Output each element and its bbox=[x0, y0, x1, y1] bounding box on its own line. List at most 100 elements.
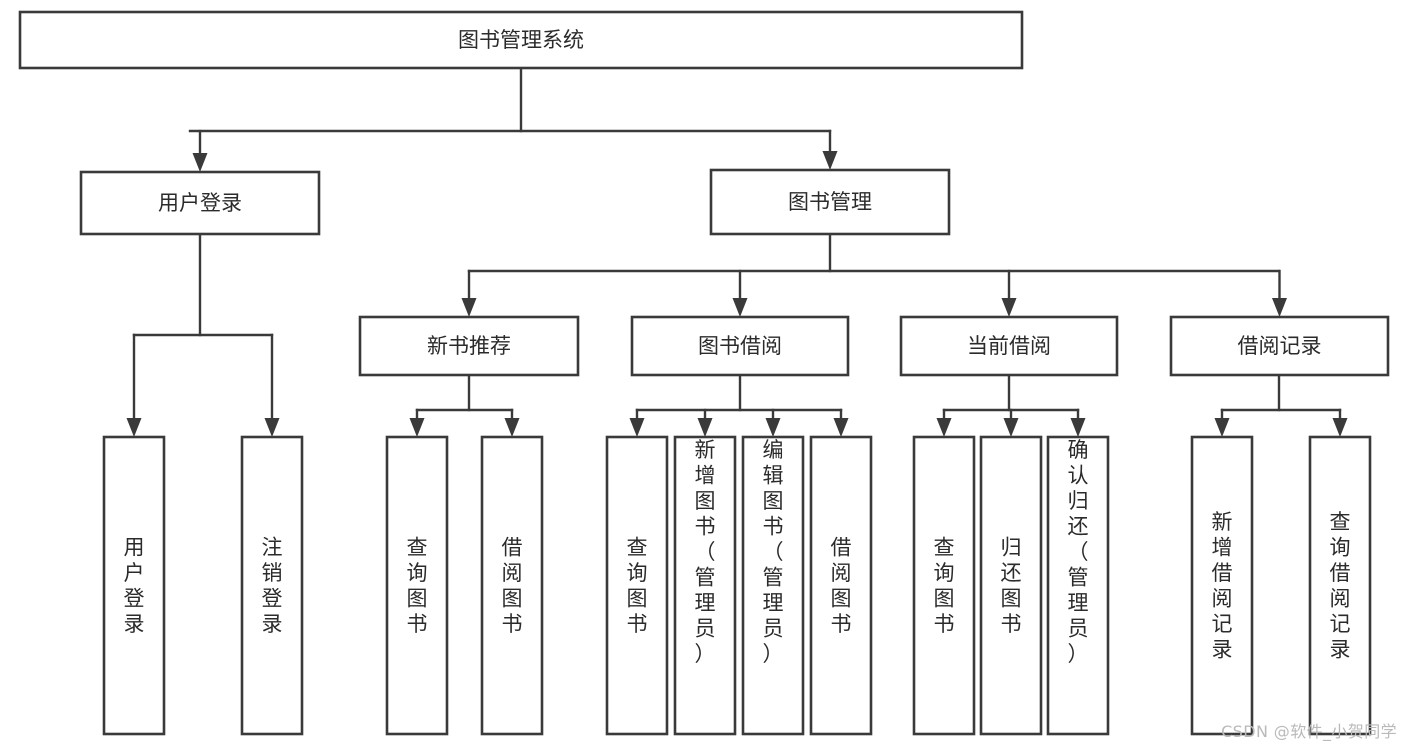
arrow-head-icon bbox=[192, 153, 208, 172]
node-label-char: 新 bbox=[1212, 510, 1233, 534]
node-label-char: 理 bbox=[1068, 591, 1089, 615]
arrow-head-icon bbox=[409, 418, 425, 437]
node-label-char: 户 bbox=[124, 561, 145, 585]
node-label-char: 图 bbox=[763, 489, 784, 513]
node-box bbox=[1308, 435, 1372, 736]
node-label-char: 用 bbox=[124, 536, 145, 560]
node-label-char: 记 bbox=[1330, 612, 1351, 636]
node-label-char: 记 bbox=[1212, 612, 1233, 636]
node-root[interactable]: 图书管理系统 bbox=[18, 10, 1024, 70]
node-label-char: 员 bbox=[763, 617, 784, 641]
arrow-head-icon bbox=[1001, 298, 1017, 317]
arrow-head-icon bbox=[1070, 418, 1086, 437]
arrow-head-icon bbox=[833, 418, 849, 437]
node-label-char: 图 bbox=[934, 587, 955, 611]
node-label-char: （ bbox=[763, 540, 784, 564]
node-label-char: 书 bbox=[763, 515, 784, 539]
node-label-char: 阅 bbox=[831, 561, 852, 585]
node-label-char: 阅 bbox=[502, 561, 523, 585]
node-current-borrow[interactable]: 当前借阅 bbox=[899, 315, 1119, 377]
node-label-char: 认 bbox=[1068, 464, 1089, 488]
node-box bbox=[630, 315, 850, 377]
node-box bbox=[899, 315, 1119, 377]
node-label-char: 阅 bbox=[1330, 587, 1351, 611]
node-label-char: 询 bbox=[1330, 536, 1351, 560]
node-label-char: 管 bbox=[695, 566, 716, 590]
node-borrow-record[interactable]: 借阅记录 bbox=[1169, 315, 1390, 377]
node-label-char: 借 bbox=[502, 536, 523, 560]
node-label-char: 图 bbox=[831, 587, 852, 611]
arrow-head-icon bbox=[822, 151, 838, 170]
node-label-char: 注 bbox=[262, 536, 283, 560]
node-label-char: 登 bbox=[124, 587, 145, 611]
node-box bbox=[79, 170, 321, 236]
node-book-manage[interactable]: 图书管理 bbox=[709, 168, 951, 236]
node-box bbox=[709, 168, 951, 236]
node-book-borrow[interactable]: 图书借阅 bbox=[630, 315, 850, 377]
node-label-char: 图 bbox=[695, 489, 716, 513]
node-label-char: 录 bbox=[262, 612, 283, 636]
arrow-head-icon bbox=[264, 418, 280, 437]
node-label: 当前借阅 bbox=[967, 334, 1051, 358]
node-box bbox=[979, 435, 1043, 736]
node-label-char: 录 bbox=[1330, 638, 1351, 662]
node-label-char: 查 bbox=[934, 536, 955, 560]
node-label-char: 图 bbox=[502, 587, 523, 611]
node-label-char: 确 bbox=[1068, 438, 1089, 462]
node-user-login-do[interactable]: 用户登录 bbox=[102, 435, 166, 736]
watermark-text: CSDN @软件_小贺同学 bbox=[1221, 722, 1397, 741]
node-label-char: 借 bbox=[1212, 561, 1233, 585]
node-box bbox=[385, 435, 449, 736]
node-label-char: 归 bbox=[1068, 489, 1089, 513]
node-label-char: 管 bbox=[1068, 566, 1089, 590]
node-label: 图书借阅 bbox=[698, 334, 782, 358]
node-label-char: 归 bbox=[1001, 536, 1022, 560]
node-new-book-recommend[interactable]: 新书推荐 bbox=[358, 315, 580, 377]
node-label-char: ） bbox=[695, 642, 716, 666]
node-label-char: 编 bbox=[763, 438, 784, 462]
node-label-char: 书 bbox=[1001, 612, 1022, 636]
node-box bbox=[1169, 315, 1390, 377]
arrow-head-icon bbox=[629, 418, 645, 437]
arrow-head-icon bbox=[1003, 418, 1019, 437]
node-label-char: 新 bbox=[695, 438, 716, 462]
node-label-char: 增 bbox=[1212, 536, 1233, 560]
arrow-head-icon bbox=[697, 418, 713, 437]
node-label-char: 销 bbox=[262, 561, 283, 585]
node-label-char: 图 bbox=[627, 587, 648, 611]
node-label-char: 增 bbox=[695, 464, 716, 488]
node-label-char: 查 bbox=[627, 536, 648, 560]
node-label-char: 辑 bbox=[763, 464, 784, 488]
node-label-char: 借 bbox=[831, 536, 852, 560]
node-box bbox=[240, 435, 304, 736]
arrow-head-icon bbox=[1214, 418, 1230, 437]
node-label-char: 询 bbox=[934, 561, 955, 585]
node-label-char: 理 bbox=[695, 591, 716, 615]
node-label-char: 书 bbox=[407, 612, 428, 636]
node-box bbox=[102, 435, 166, 736]
node-box bbox=[605, 435, 669, 736]
node-label-char: 借 bbox=[1330, 561, 1351, 585]
node-user-login[interactable]: 用户登录 bbox=[79, 170, 321, 236]
node-label-char: 员 bbox=[695, 617, 716, 641]
node-box bbox=[809, 435, 873, 736]
node-label-char: 书 bbox=[502, 612, 523, 636]
node-label-char: 书 bbox=[627, 612, 648, 636]
node-label: 图书管理系统 bbox=[458, 28, 584, 52]
node-box bbox=[912, 435, 976, 736]
node-label-char: 录 bbox=[124, 612, 145, 636]
